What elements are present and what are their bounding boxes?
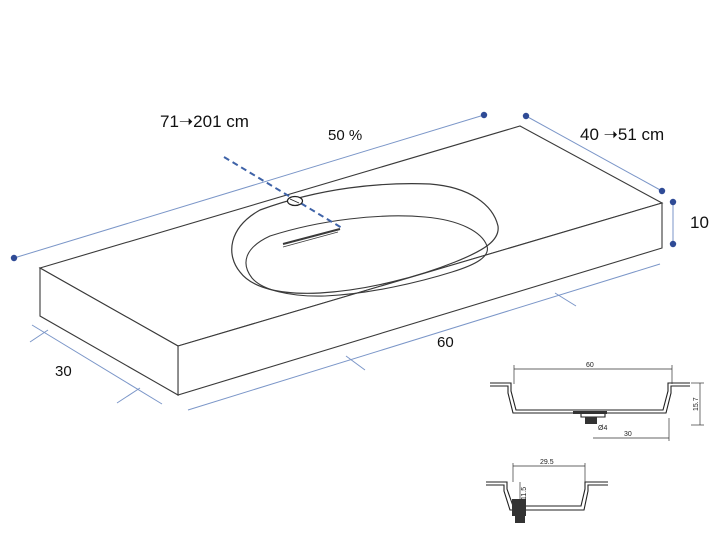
front-drain-icon	[573, 411, 607, 414]
thickness-label: 10	[690, 213, 709, 232]
dim-dot	[669, 198, 677, 206]
front-section-detail: 60 15.7 Ø4 30	[490, 362, 704, 441]
side-height-label: 11.5	[521, 487, 528, 500]
worktop-side-face	[39, 267, 179, 396]
dimension-lines	[13, 114, 674, 411]
basin-inner-rim	[245, 215, 488, 297]
dim-basin-length-tick-1	[345, 355, 366, 371]
front-height-label: 15.7	[693, 397, 700, 411]
drain-slot	[282, 228, 341, 245]
length-range-label: 71➝201 cm	[160, 112, 249, 131]
dim-depth-line	[525, 115, 663, 192]
front-drain-label: Ø4	[598, 425, 607, 432]
side-section-profile-inner	[486, 481, 608, 507]
dim-basin-width-tick-2	[116, 387, 141, 404]
drain-slot-edge	[282, 231, 339, 248]
front-width-label: 60	[586, 362, 594, 369]
side-section-profile	[486, 484, 608, 511]
side-drain-pipe-icon	[515, 516, 525, 523]
front-drain-pipe-icon	[585, 417, 597, 424]
basin-position-label: 50 %	[328, 127, 362, 144]
dim-length-line	[13, 114, 485, 259]
centre-dashed-line	[223, 156, 343, 229]
side-section-detail: 29.5 11.5	[486, 459, 608, 523]
dim-dot	[10, 254, 18, 262]
dim-basin-length-tick-2	[554, 292, 577, 307]
dim-dot	[522, 112, 530, 120]
basin-length-label: 60	[437, 334, 454, 351]
dim-dot	[658, 187, 666, 195]
side-drain-icon	[512, 499, 526, 516]
dim-dot	[480, 111, 488, 119]
basin-outer-rim	[231, 183, 499, 294]
dim-basin-width-tick-1	[29, 329, 49, 343]
dim-dot	[669, 240, 677, 248]
front-section-profile-inner	[490, 382, 690, 411]
dim-basin-width-line	[31, 324, 163, 405]
worktop	[38, 125, 664, 396]
depth-range-label: 40 ➝51 cm	[580, 125, 664, 144]
tap-hole-icon-tick	[289, 198, 300, 204]
dim-basin-length-line	[187, 263, 661, 411]
basin-width-label: 30	[55, 363, 72, 380]
dimension-dots	[10, 111, 677, 262]
basin	[231, 183, 499, 297]
front-offset-label: 30	[624, 431, 632, 438]
side-width-label: 29.5	[540, 459, 554, 466]
